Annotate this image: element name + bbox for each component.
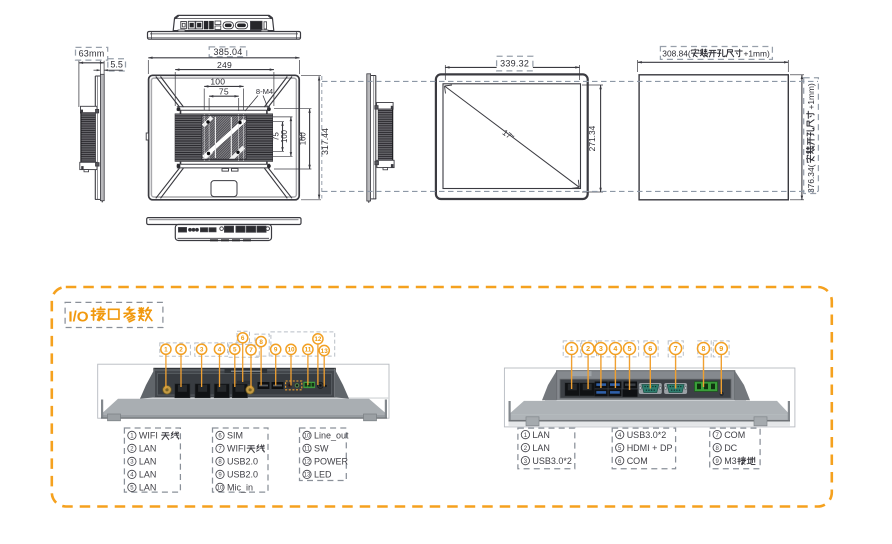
svg-text:13: 13 bbox=[321, 348, 329, 355]
svg-text:3: 3 bbox=[599, 344, 603, 353]
svg-text:5.5: 5.5 bbox=[110, 60, 123, 70]
svg-text:271.34: 271.34 bbox=[587, 125, 597, 151]
svg-text:5: 5 bbox=[618, 446, 622, 452]
svg-text:M3: M3 bbox=[724, 456, 737, 466]
svg-text:12: 12 bbox=[314, 336, 322, 343]
svg-text:3: 3 bbox=[524, 459, 528, 465]
svg-text:I/O: I/O bbox=[68, 309, 88, 326]
svg-text:160: 160 bbox=[298, 132, 307, 146]
svg-text:12: 12 bbox=[304, 460, 311, 466]
svg-text:2: 2 bbox=[586, 344, 590, 353]
svg-text:249: 249 bbox=[217, 60, 232, 70]
svg-text:USB3.0*2: USB3.0*2 bbox=[627, 430, 667, 440]
svg-text:2: 2 bbox=[130, 447, 134, 453]
svg-text:LAN: LAN bbox=[139, 483, 157, 493]
svg-text:317.44: 317.44 bbox=[320, 128, 330, 155]
svg-text:7: 7 bbox=[674, 344, 678, 353]
svg-text:9: 9 bbox=[218, 473, 222, 479]
svg-text:Mic_in: Mic_in bbox=[227, 483, 253, 493]
svg-text:3: 3 bbox=[200, 347, 204, 354]
svg-text:5: 5 bbox=[130, 486, 134, 492]
svg-text:LAN: LAN bbox=[139, 457, 157, 467]
svg-text:8: 8 bbox=[259, 339, 263, 346]
svg-text:3: 3 bbox=[130, 460, 134, 466]
svg-text:SIM: SIM bbox=[227, 431, 243, 441]
svg-text:9: 9 bbox=[716, 459, 720, 465]
svg-text:7: 7 bbox=[218, 447, 222, 453]
svg-text:1: 1 bbox=[164, 347, 168, 354]
svg-text:LAN: LAN bbox=[532, 430, 550, 440]
svg-text:5: 5 bbox=[628, 344, 632, 353]
svg-text:WIFI: WIFI bbox=[227, 444, 246, 454]
svg-text:2: 2 bbox=[524, 446, 528, 452]
svg-text:6: 6 bbox=[648, 344, 652, 353]
svg-text:11: 11 bbox=[305, 347, 312, 354]
svg-text:COM: COM bbox=[627, 456, 648, 466]
svg-text:Line_out: Line_out bbox=[314, 431, 349, 441]
svg-text:USB3.0*2: USB3.0*2 bbox=[532, 456, 572, 466]
svg-text:+1mm): +1mm) bbox=[806, 83, 816, 110]
svg-text:COM: COM bbox=[724, 430, 745, 440]
svg-text:LAN: LAN bbox=[532, 443, 550, 453]
svg-text:8: 8 bbox=[702, 344, 706, 353]
svg-text:100: 100 bbox=[210, 77, 225, 87]
svg-text:8-M4: 8-M4 bbox=[256, 87, 273, 96]
svg-text:USB2.0: USB2.0 bbox=[227, 457, 258, 467]
svg-text:75: 75 bbox=[272, 132, 281, 141]
svg-text:1: 1 bbox=[524, 433, 528, 439]
svg-text:2: 2 bbox=[179, 347, 183, 354]
svg-text:11: 11 bbox=[304, 447, 311, 453]
svg-text:8: 8 bbox=[716, 446, 720, 452]
svg-text:9: 9 bbox=[719, 344, 723, 353]
svg-text:LAN: LAN bbox=[139, 444, 157, 454]
svg-text:POWER: POWER bbox=[314, 457, 349, 467]
svg-text:1: 1 bbox=[570, 344, 574, 353]
svg-text:5: 5 bbox=[233, 347, 237, 354]
svg-text:10: 10 bbox=[287, 347, 295, 354]
svg-text:7: 7 bbox=[249, 347, 253, 354]
svg-text:WIFI: WIFI bbox=[139, 431, 158, 441]
svg-text:8: 8 bbox=[218, 460, 222, 466]
svg-text:1: 1 bbox=[130, 434, 134, 440]
svg-text:HDMI + DP: HDMI + DP bbox=[627, 443, 673, 453]
svg-text:339.32: 339.32 bbox=[500, 59, 529, 69]
svg-text:13: 13 bbox=[304, 473, 311, 479]
svg-text:4: 4 bbox=[130, 473, 134, 479]
svg-text:4: 4 bbox=[613, 344, 617, 353]
svg-text:7: 7 bbox=[716, 433, 720, 439]
svg-text:+1mm): +1mm) bbox=[744, 49, 771, 59]
svg-text:LAN: LAN bbox=[139, 470, 157, 480]
svg-text:6: 6 bbox=[218, 434, 222, 440]
svg-text:308.84(: 308.84( bbox=[662, 49, 691, 59]
svg-text:9: 9 bbox=[274, 347, 278, 354]
svg-text:10: 10 bbox=[304, 434, 311, 440]
svg-text:USB2.0: USB2.0 bbox=[227, 470, 258, 480]
svg-text:DC: DC bbox=[724, 443, 737, 453]
svg-text:LED: LED bbox=[314, 470, 332, 480]
svg-text:63mm: 63mm bbox=[79, 49, 105, 59]
svg-text:376.34(: 376.34( bbox=[806, 164, 816, 193]
svg-text:100: 100 bbox=[280, 129, 289, 143]
svg-text:10: 10 bbox=[217, 486, 224, 492]
svg-text:4: 4 bbox=[618, 433, 622, 439]
svg-text:385.04: 385.04 bbox=[213, 47, 242, 57]
svg-text:6: 6 bbox=[618, 459, 622, 465]
svg-text:6: 6 bbox=[241, 335, 245, 342]
svg-text:SW: SW bbox=[314, 444, 329, 454]
svg-text:4: 4 bbox=[218, 347, 222, 354]
svg-text:75: 75 bbox=[219, 87, 229, 97]
